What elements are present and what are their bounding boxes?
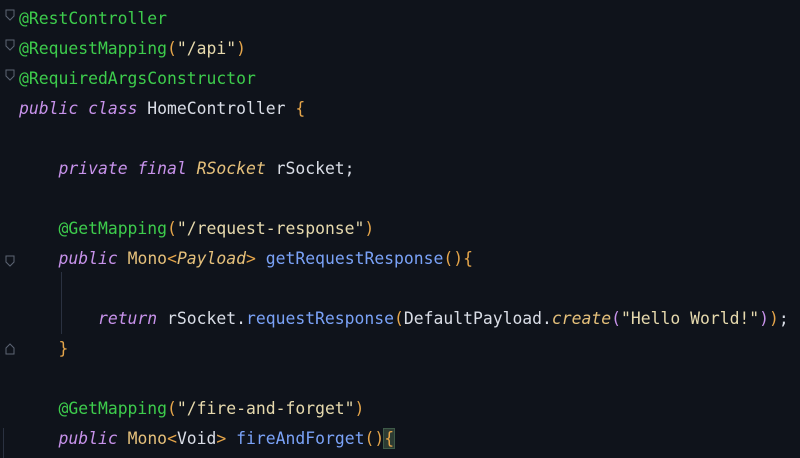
code-line-text: @RestController [19, 4, 167, 34]
code-token: public [58, 429, 118, 448]
code-token: rSocket. [157, 309, 246, 328]
code-token: @RequiredArgsConstructor [19, 69, 256, 88]
code-token: @RestController [19, 9, 168, 28]
code-token: "Hello World!" [621, 309, 760, 328]
code-token: HomeController [137, 99, 296, 118]
fold-marker-icon[interactable] [5, 39, 15, 51]
code-line-text: @GetMapping("/fire-and-forget") [19, 394, 364, 424]
code-token [118, 429, 128, 448]
code-line[interactable]: } [0, 334, 800, 364]
indent-guide [61, 272, 62, 334]
code-token: () [364, 429, 385, 448]
code-token: { [463, 249, 474, 268]
code-line-text: @GetMapping("/request-response") [19, 214, 374, 244]
code-token [118, 249, 128, 268]
code-token: ) [236, 39, 246, 58]
code-line[interactable]: return rSocket.requestResponse(DefaultPa… [0, 304, 800, 334]
code-token: "/api" [176, 39, 237, 58]
code-token: ( [167, 219, 177, 238]
code-line[interactable]: @RequestMapping("/api") [0, 34, 800, 64]
code-line[interactable] [0, 184, 800, 214]
code-line[interactable]: public class HomeController { [0, 94, 800, 124]
code-token [19, 249, 58, 268]
code-token: "/request-response" [176, 219, 365, 238]
code-token: requestResponse [245, 309, 395, 328]
code-line-text: public class HomeController { [19, 94, 305, 124]
code-token: ) [759, 309, 770, 328]
code-line-text: public Mono<Payload> getRequestResponse(… [19, 244, 473, 274]
code-token: { [295, 99, 306, 118]
code-token: Mono [127, 249, 168, 268]
code-token: class [88, 99, 138, 118]
code-token: final [137, 159, 187, 178]
code-token: Void [176, 429, 217, 448]
code-token: @RequestMapping [19, 39, 168, 58]
code-token: ; [778, 309, 789, 328]
code-token: RSocket [196, 159, 266, 178]
code-token: () [443, 249, 464, 268]
code-token [19, 309, 98, 328]
code-token [19, 399, 58, 418]
code-token: public [58, 249, 118, 268]
code-token [19, 219, 58, 238]
code-token [78, 99, 88, 118]
code-line[interactable]: @GetMapping("/request-response") [0, 214, 800, 244]
code-token: ) [354, 399, 365, 418]
code-line[interactable] [0, 124, 800, 154]
code-token [19, 159, 58, 178]
code-token: } [58, 339, 69, 358]
code-token [256, 249, 266, 268]
indent-guide [3, 428, 4, 458]
code-token [19, 339, 58, 358]
code-token: private [58, 159, 128, 178]
code-line-text: return rSocket.requestResponse(DefaultPa… [19, 304, 789, 334]
code-line[interactable]: public Mono<Void> fireAndForget(){ [0, 424, 800, 454]
code-line-text: } [19, 334, 68, 364]
code-token [187, 159, 197, 178]
code-token: Mono [127, 429, 168, 448]
code-token: Payload [176, 249, 247, 268]
code-line[interactable]: @GetMapping("/fire-and-forget") [0, 394, 800, 424]
code-token [19, 429, 58, 448]
code-line-text: public Mono<Void> fireAndForget(){ [19, 424, 396, 454]
code-token: ) [364, 219, 375, 238]
fold-marker-icon[interactable] [5, 9, 15, 21]
code-token: return [97, 309, 158, 328]
fold-marker-icon[interactable] [5, 69, 15, 81]
code-line[interactable]: public Mono<Payload> getRequestResponse(… [0, 244, 800, 274]
code-token: @GetMapping [58, 219, 168, 238]
code-token: < [167, 429, 177, 448]
code-token [128, 159, 138, 178]
code-token: fireAndForget [236, 429, 365, 448]
fold-marker-icon[interactable] [5, 255, 15, 267]
fold-marker-icon[interactable] [5, 343, 15, 355]
code-token: public [19, 99, 79, 118]
code-line-text: @RequestMapping("/api") [19, 34, 246, 64]
code-token: "/fire-and-forget" [176, 399, 355, 418]
code-token: ( [167, 39, 177, 58]
code-token: ( [394, 309, 404, 328]
code-token: < [167, 249, 177, 268]
code-token: ( [611, 309, 622, 328]
code-token: > [246, 249, 256, 268]
code-token: ( [167, 399, 177, 418]
code-token: @GetMapping [58, 399, 168, 418]
code-line-text: @RequiredArgsConstructor [19, 64, 256, 94]
code-token: { [383, 428, 396, 449]
code-line-text: private final RSocket rSocket; [19, 154, 355, 184]
code-token [226, 429, 236, 448]
code-line[interactable] [0, 274, 800, 304]
code-token: ) [769, 309, 779, 328]
code-line[interactable]: private final RSocket rSocket; [0, 154, 800, 184]
code-line[interactable]: @RestController [0, 4, 800, 34]
code-token: rSocket; [265, 159, 355, 178]
code-token: getRequestResponse [265, 249, 444, 268]
code-token: create [551, 309, 612, 328]
code-line[interactable] [0, 364, 800, 394]
code-token: > [216, 429, 227, 448]
code-token: DefaultPayload. [403, 309, 552, 328]
code-line[interactable]: @RequiredArgsConstructor [0, 64, 800, 94]
